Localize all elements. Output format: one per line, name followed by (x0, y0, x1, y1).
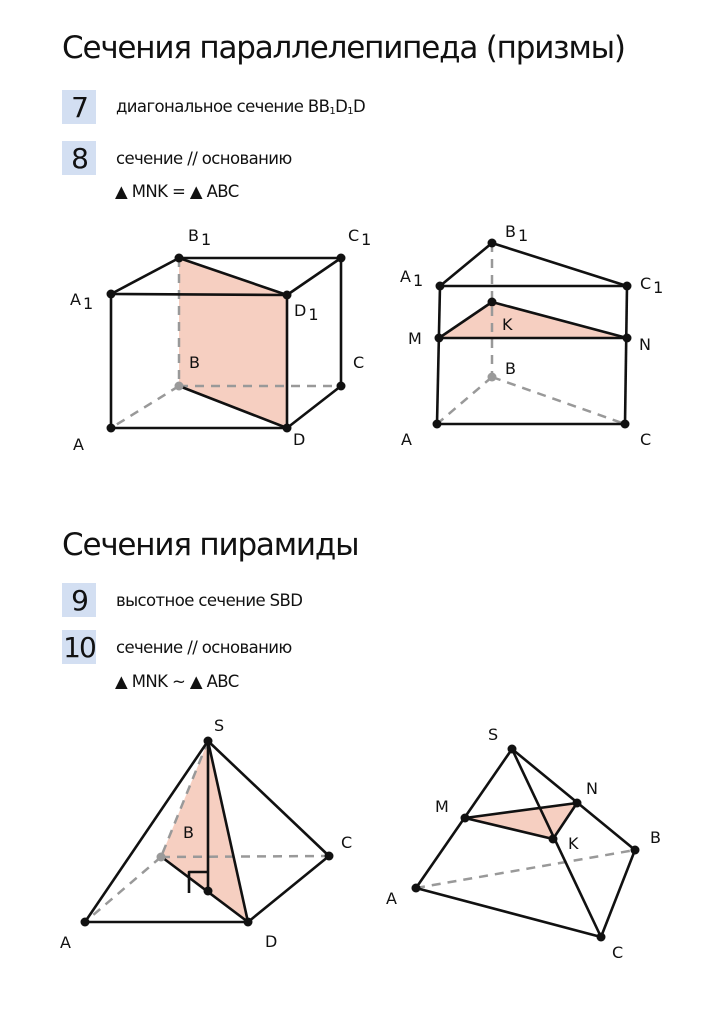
point-s (507, 744, 517, 754)
item-7-text-end: D (352, 97, 366, 116)
item-7: 7 диагональное сечение BB1D1D (62, 90, 366, 124)
number-badge: 7 (62, 90, 96, 124)
label-k: K (568, 834, 579, 853)
item-10-text: сечение // основанию (116, 637, 292, 657)
point-s (203, 736, 213, 746)
subscript: 1 (347, 106, 353, 117)
label-c: C (612, 943, 623, 962)
figure-pyramid-height: S B C A D (60, 716, 352, 952)
point-c1 (622, 281, 632, 291)
label-a: A (401, 430, 412, 449)
point-a (80, 917, 90, 927)
point-a1 (435, 281, 445, 291)
label-b: B (189, 353, 200, 372)
point-c (620, 419, 630, 429)
point-d1 (282, 290, 292, 300)
label-n: N (639, 335, 651, 354)
item-9-text: высотное сечение SBD (116, 590, 303, 610)
section-bb1d1d (179, 258, 287, 428)
label-d: D (265, 932, 277, 951)
label-n: N (586, 779, 598, 798)
point-k (487, 297, 497, 307)
label-d: D (293, 430, 305, 449)
label-b: B (183, 823, 194, 842)
section-title-parallelepiped: Сечения параллелепипеда (призмы) (62, 30, 626, 66)
label-s: S (214, 716, 224, 735)
item-7-text-mid: D (335, 97, 348, 116)
label-m: M (408, 329, 422, 348)
label-k: K (502, 315, 513, 334)
section-sbd (161, 741, 248, 922)
subscript: 1 (329, 106, 336, 117)
point-c1 (336, 253, 346, 263)
number-badge: 10 (62, 630, 97, 664)
label-a: A (60, 933, 71, 952)
point-n (622, 333, 632, 343)
label-c: C (341, 833, 352, 852)
section-mnk (439, 302, 627, 338)
figure-pyramid-parallel: S M N K B A C (386, 725, 661, 962)
point-k (548, 834, 558, 844)
point-b (630, 845, 640, 855)
point-a1 (106, 289, 116, 299)
label-b: B (650, 828, 661, 847)
relation-mnk-equal-abc: ▲ MNK = ▲ ABC (115, 182, 239, 201)
point-d (282, 423, 292, 433)
point-a (411, 883, 421, 893)
number-badge: 8 (62, 141, 96, 175)
label-s: S (488, 725, 498, 744)
item-9: 9 высотное сечение SBD (62, 583, 303, 617)
number-badge: 9 (62, 583, 96, 617)
point-a (432, 419, 442, 429)
point-height-foot (203, 886, 213, 896)
point-n (572, 798, 582, 808)
label-c: C (640, 430, 651, 449)
label-b: B (505, 359, 516, 378)
item-8-text: сечение // основанию (116, 148, 292, 168)
point-m (460, 813, 470, 823)
point-b1 (174, 253, 184, 263)
item-7-text: диагональное сечение BB1D1D (116, 97, 366, 117)
point-m (434, 333, 444, 343)
point-d (243, 917, 253, 927)
item-10: 10 сечение // основанию (62, 630, 292, 664)
point-c (596, 932, 606, 942)
point-b (156, 852, 166, 862)
item-8: 8 сечение // основанию (62, 141, 292, 175)
item-7-text-main: диагональное сечение BB (116, 97, 330, 116)
label-m: M (435, 797, 449, 816)
section-title-pyramid: Сечения пирамиды (62, 527, 360, 563)
relation-mnk-similar-abc: ▲ MNK ~ ▲ ABC (115, 672, 239, 691)
label-a: A (386, 889, 397, 908)
label-a: A (73, 435, 84, 454)
label-c: C (353, 353, 364, 372)
point-b (174, 381, 184, 391)
point-c (336, 381, 346, 391)
point-b1 (487, 238, 497, 248)
point-a (106, 423, 116, 433)
point-c (324, 851, 334, 861)
point-b (487, 372, 497, 382)
